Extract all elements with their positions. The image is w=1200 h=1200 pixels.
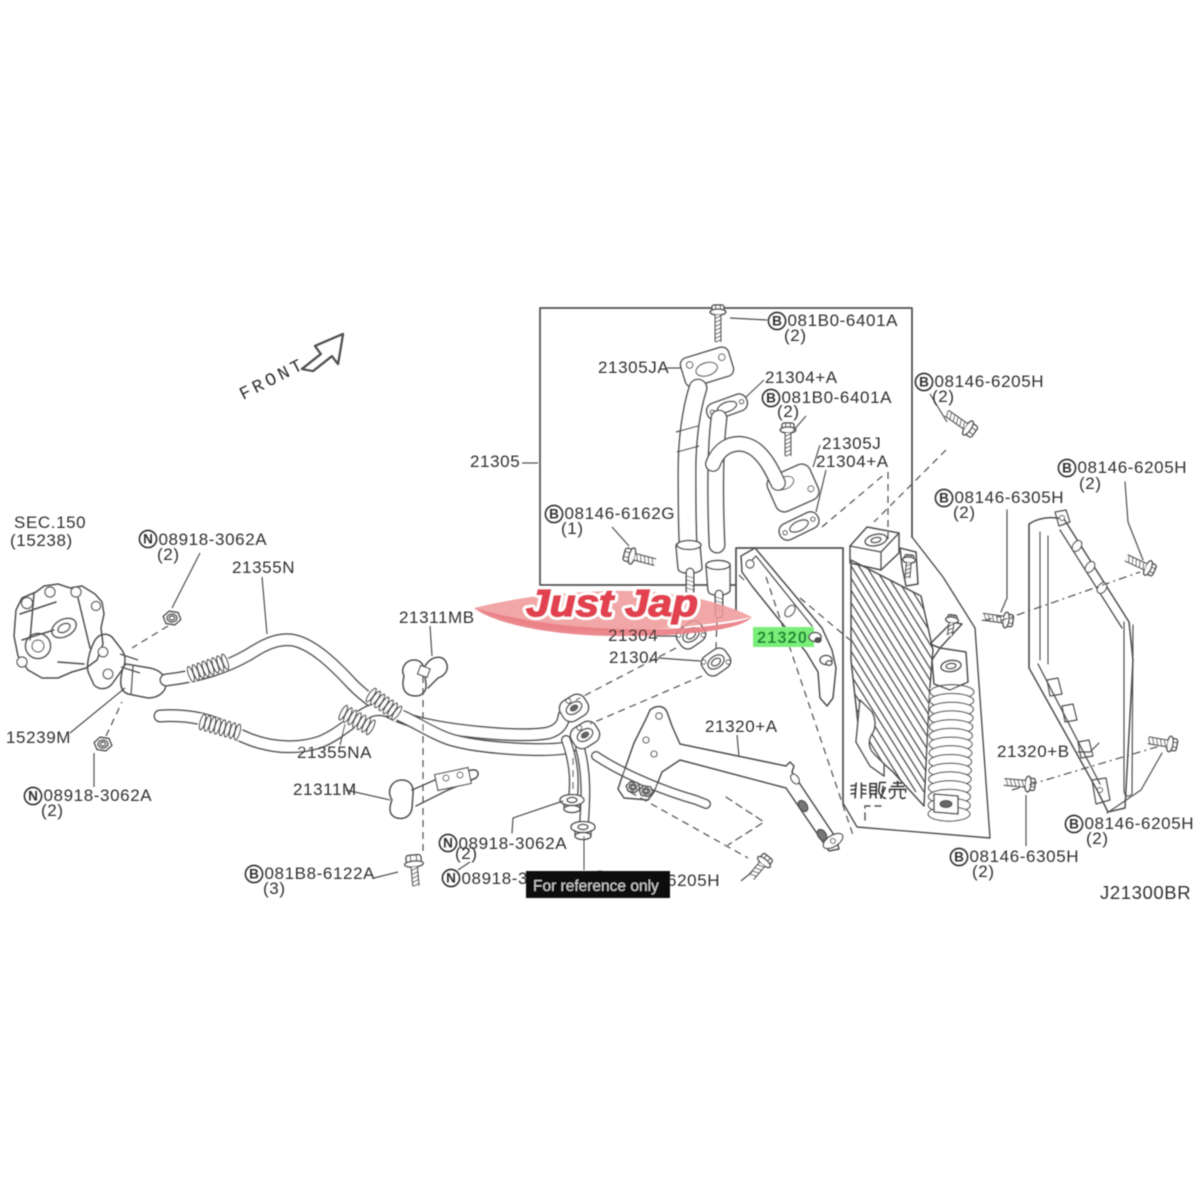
svg-text:21304: 21304 [609,648,659,667]
svg-text:081B8-6122A: 081B8-6122A [265,864,376,883]
svg-text:21320+A: 21320+A [705,717,778,736]
svg-text:B: B [919,375,929,390]
svg-text:08918-3062A: 08918-3062A [459,834,568,853]
svg-text:08146-6305H: 08146-6305H [970,847,1080,866]
svg-text:21311MB: 21311MB [399,608,475,627]
svg-text:(2): (2) [455,844,478,863]
svg-text:15239M: 15239M [6,728,71,747]
svg-text:For reference only: For reference only [533,878,659,895]
svg-text:Just Jap: Just Jap [526,583,698,625]
svg-text:21355NA: 21355NA [297,743,372,762]
svg-text:21305JA: 21305JA [598,358,669,377]
svg-text:21320: 21320 [757,629,808,647]
svg-text:21305: 21305 [470,452,520,471]
svg-text:Just Jap: Just Jap [526,583,698,625]
svg-text:N: N [443,836,453,851]
svg-text:08146-6205H: 08146-6205H [1085,814,1195,833]
svg-text:N: N [446,871,456,886]
svg-text:21304: 21304 [608,626,658,645]
svg-text:(2): (2) [777,402,800,421]
svg-text:08146-6162G: 08146-6162G [565,504,676,523]
svg-text:08146-6205H: 08146-6205H [1078,458,1188,477]
svg-text:B: B [249,867,259,882]
svg-text:(2): (2) [157,545,180,564]
svg-text:B: B [954,850,964,865]
svg-text:08146-6205H: 08146-6205H [935,372,1045,391]
svg-text:21304+A: 21304+A [816,452,889,471]
svg-text:08918-3062A: 08918-3062A [159,530,268,549]
svg-text:B: B [766,391,776,406]
svg-text:SEC.150: SEC.150 [14,513,86,532]
svg-text:081B0-6401A: 081B0-6401A [788,311,899,330]
svg-text:21355N: 21355N [232,558,295,577]
svg-text:N: N [28,789,38,804]
svg-text:08918-3062A: 08918-3062A [44,786,153,805]
svg-text:(2): (2) [953,503,976,522]
svg-text:(1): (1) [561,519,584,538]
svg-text:21305J: 21305J [822,434,881,453]
svg-text:N: N [143,532,153,547]
svg-text:B: B [939,491,949,506]
svg-text:21311M: 21311M [293,780,357,799]
svg-text:081B0-6401A: 081B0-6401A [782,388,893,407]
svg-text:21320+B: 21320+B [997,742,1070,761]
svg-text:B: B [1069,817,1079,832]
svg-text:B: B [772,314,782,329]
svg-text:(2): (2) [972,862,995,881]
svg-text:J21300BR: J21300BR [1100,882,1191,903]
svg-text:B: B [549,507,559,522]
svg-text:(3): (3) [263,879,286,898]
svg-text:(2): (2) [932,387,955,406]
svg-text:(2): (2) [1086,829,1109,848]
svg-text:(2): (2) [41,801,64,820]
svg-text:21304+A: 21304+A [765,368,838,387]
svg-text:B: B [1062,461,1072,476]
svg-text:(2): (2) [1079,474,1102,493]
svg-text:(15238): (15238) [10,531,73,550]
svg-text:(2): (2) [784,326,807,345]
svg-text:08146-6305H: 08146-6305H [955,488,1065,507]
